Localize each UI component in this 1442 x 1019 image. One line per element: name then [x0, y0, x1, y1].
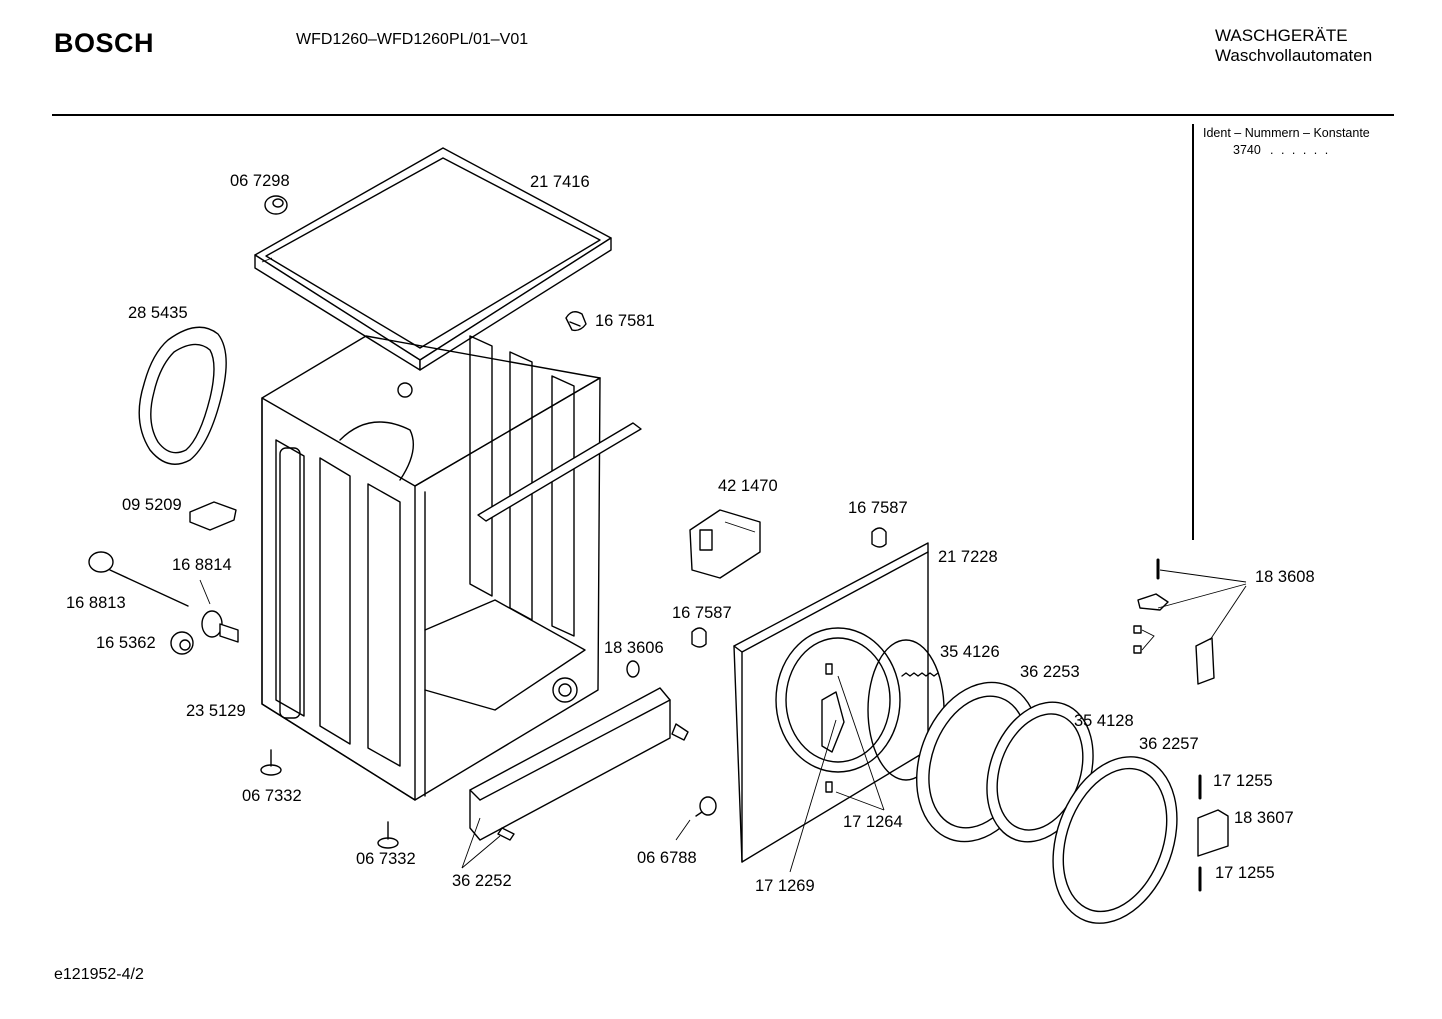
ident-divider	[1192, 124, 1194, 540]
foot-067332a	[260, 749, 282, 776]
footer-code: e121952-4/2	[54, 966, 144, 983]
part-label-217228: 21 7228	[938, 548, 998, 566]
cabinet-frame	[261, 335, 642, 801]
hinge-group-183608	[1133, 558, 1247, 685]
part-label-354126: 35 4126	[940, 643, 1000, 661]
clip-183606	[626, 660, 640, 678]
seal-285435	[138, 326, 227, 465]
category-title: WASCHGERÄTE	[1215, 26, 1348, 45]
model-number: WFD1260–WFD1260PL/01–V01	[296, 31, 529, 48]
plinth-362252	[469, 687, 671, 841]
part-label-067332a: 06 7332	[242, 787, 302, 805]
leader-lines	[199, 579, 885, 873]
part-label-362257: 36 2257	[1139, 735, 1199, 753]
part-label-183607: 18 3607	[1234, 809, 1294, 827]
foot-067332b	[377, 821, 399, 849]
part-label-168814: 16 8814	[172, 556, 232, 574]
clip-167581	[565, 311, 587, 332]
clip-095209	[189, 501, 237, 531]
cap-067298	[264, 195, 288, 215]
screw-066788	[695, 796, 717, 817]
header-divider	[52, 114, 1394, 116]
ident-dots: . . . . . .	[1270, 143, 1331, 157]
part-label-171264: 17 1264	[843, 813, 903, 831]
part-label-067298: 06 7298	[230, 172, 290, 190]
part-label-421470: 42 1470	[718, 477, 778, 495]
part-label-183606: 18 3606	[604, 639, 664, 657]
hinge-pin	[671, 723, 689, 741]
category-subtitle: Waschvollautomaten	[1215, 46, 1373, 65]
brand-logo: BOSCH	[54, 28, 155, 58]
part-label-167581: 16 7581	[595, 312, 655, 330]
part-label-067332b: 06 7332	[356, 850, 416, 868]
door-lock-421470	[689, 509, 761, 579]
rod-168813	[88, 551, 189, 607]
top-cover	[254, 147, 612, 371]
part-label-167587b: 16 7587	[672, 604, 732, 622]
part-label-362253: 36 2253	[1020, 663, 1080, 681]
cap-165362	[170, 631, 194, 655]
spring-354126	[901, 672, 939, 677]
part-label-354128: 35 4128	[1074, 712, 1134, 730]
part-label-168813: 16 8813	[66, 594, 126, 612]
part-label-165362: 16 5362	[96, 634, 156, 652]
part-label-171255b: 17 1255	[1215, 864, 1275, 882]
part-label-095209: 09 5209	[122, 496, 182, 514]
part-label-217416: 21 7416	[530, 173, 590, 191]
ident-value: 3740	[1233, 143, 1261, 157]
part-label-171269: 17 1269	[755, 877, 815, 895]
ident-title: Ident – Nummern – Konstante	[1203, 126, 1370, 140]
clip-167587a	[871, 527, 887, 548]
door-ring-362257	[1052, 756, 1178, 924]
part-label-167587a: 16 7587	[848, 499, 908, 517]
part-label-285435: 28 5435	[128, 304, 188, 322]
bushing-168814	[201, 610, 239, 643]
clip-167587b	[691, 627, 707, 648]
part-label-235129: 23 5129	[186, 702, 246, 720]
part-label-067788: 06 6788	[637, 849, 697, 867]
part-label-362252: 36 2252	[452, 872, 512, 890]
part-label-171255a: 17 1255	[1213, 772, 1273, 790]
front-panel-217228	[733, 542, 929, 863]
part-label-183608: 18 3608	[1255, 568, 1315, 586]
cover-183607	[1197, 809, 1229, 857]
